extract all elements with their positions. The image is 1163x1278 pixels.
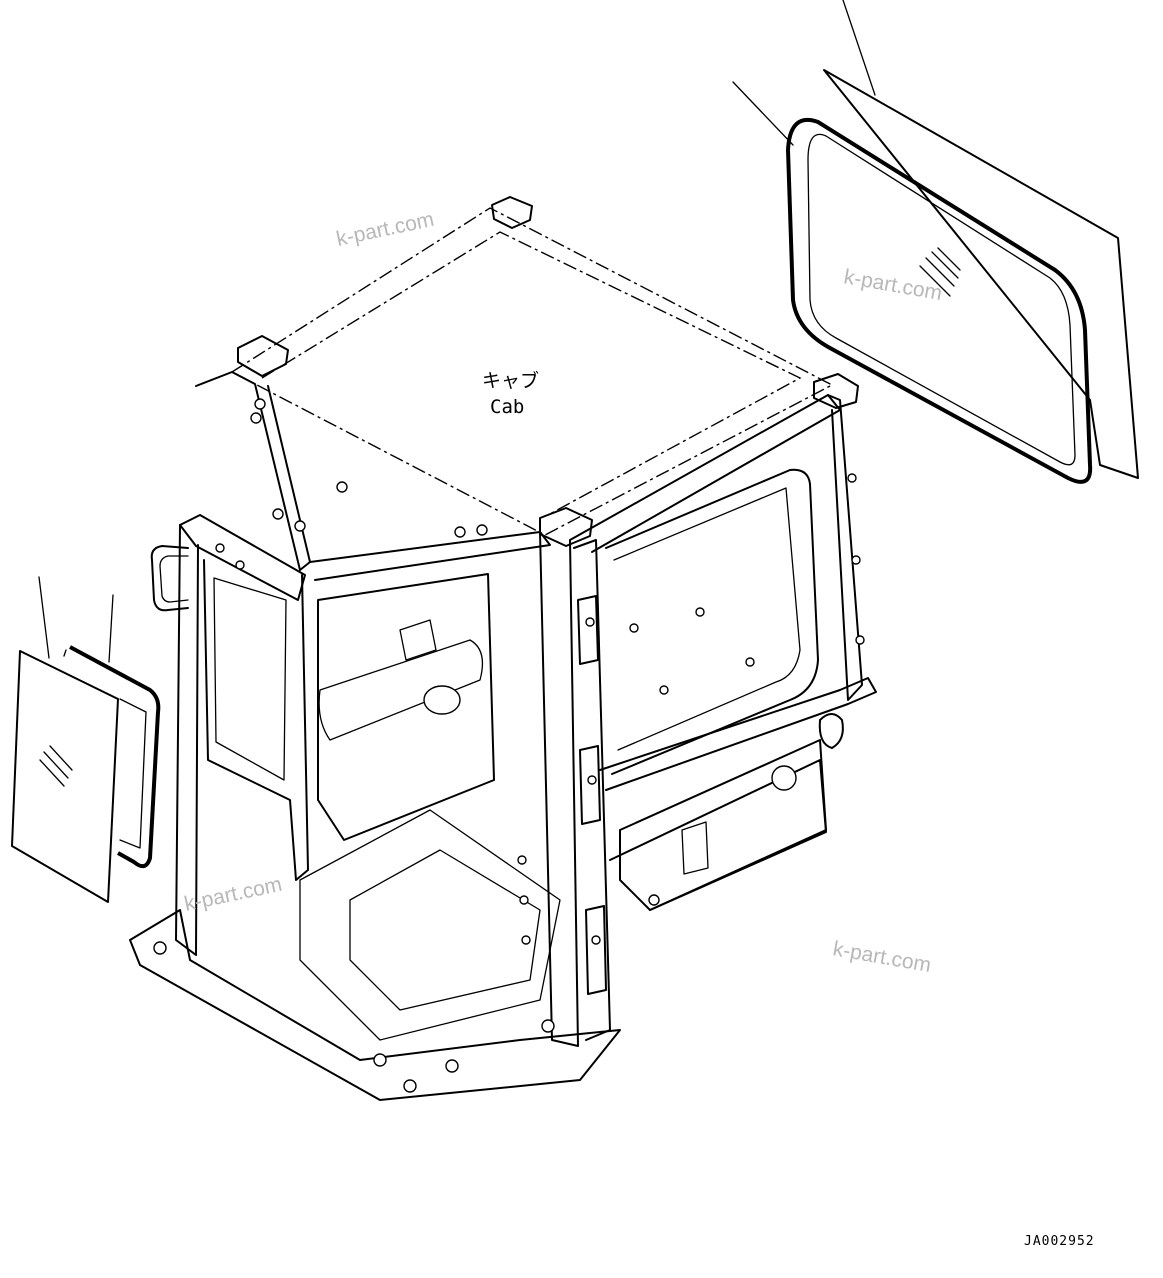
front-right-pillar [539,531,579,1047]
leader-line-left-glass [38,576,50,659]
hinge-lower [585,905,607,995]
watermark: k-part.com [334,208,436,251]
rear-electrical-panel [681,821,709,875]
floor-crossmember [299,809,561,1041]
left-window-seal [69,645,161,869]
right-rear-pillar [827,394,863,701]
right-window-seal [786,118,1093,484]
glass-hatch-mark [39,745,73,787]
frame-rail-left-top [195,371,311,571]
right-glass-pane [823,69,1139,479]
roof-bracket-left [237,335,289,377]
hinge-middle [579,745,601,825]
watermark: k-part.com [842,265,944,305]
hinge-upper [577,595,599,665]
rear-wall-bracket [399,619,437,661]
leader-line-left-seal [108,594,114,663]
rear-wall-duct [318,639,484,741]
front-pillar-right-edge [573,539,611,1041]
left-glass-pane [11,650,119,903]
lifting-eye [818,713,844,749]
left-door-inner [213,577,287,781]
right-glass-group [732,0,1139,484]
frame-rail-right [569,394,841,553]
part-label-en: Cab [490,396,524,418]
cab-frame [129,196,877,1101]
lower-rear-crossbar [599,677,877,791]
left-window-seal-inner [63,649,147,849]
console-port [771,765,797,791]
glass-hatch-mark [919,247,961,297]
right-window-seal-inner [807,133,1076,466]
left-pillar-vertical [175,524,199,956]
rear-wall-panel [317,573,495,841]
floor-base-front [129,909,621,1101]
bolt-holes [153,398,865,1093]
leader-line-right-seal [732,81,794,146]
grab-handle [150,545,189,612]
roof-bracket-rear [491,196,533,229]
right-window-inner [613,487,801,751]
frame-rail-rear [309,531,551,581]
watermark: k-part.com [182,873,284,916]
roof-bracket-front [539,507,593,547]
left-glass-group [11,576,161,903]
roof-bracket-right [813,373,859,409]
leader-line-right-glass [842,0,876,96]
drawing-code: JA002952 [1024,1234,1095,1249]
left-door-frame [203,559,309,881]
watermark: k-part.com [831,937,933,977]
floor-opening [349,849,541,1011]
part-label-jp: キャブ [482,369,539,392]
roof-outline-inner [261,231,802,516]
right-side-window-opening [605,468,819,775]
rear-wall-port [423,685,461,715]
grab-handle-inner [159,555,189,603]
roof-outline [230,207,834,536]
rear-console-box [619,739,827,911]
